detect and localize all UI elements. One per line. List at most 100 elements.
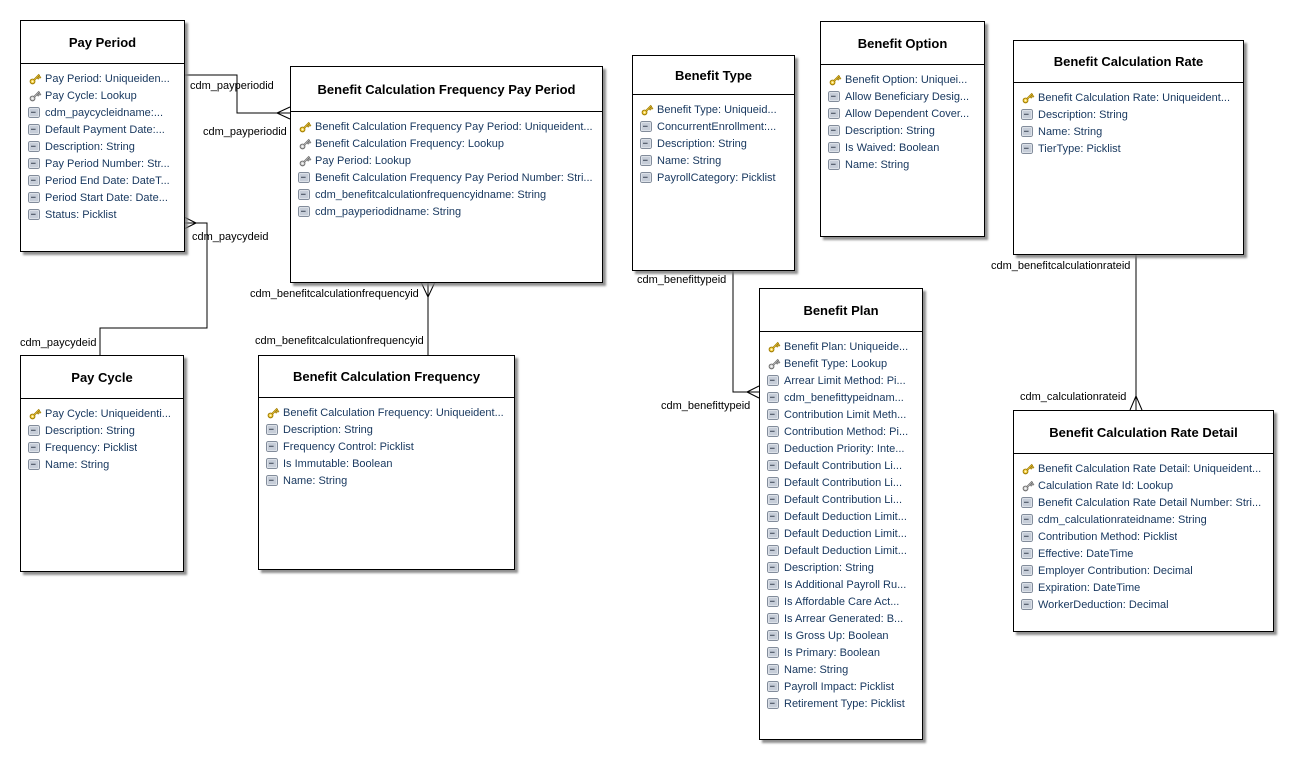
foreign-key-icon	[1021, 479, 1038, 493]
entity-field-row: Pay Cycle: Uniqueidenti...	[28, 405, 179, 422]
attribute-icon	[266, 475, 283, 486]
entity-field-label: Pay Period: Uniqueiden...	[45, 72, 170, 85]
entity-field-row: Is Immutable: Boolean	[266, 455, 510, 472]
entity-field-label: Employer Contribution: Decimal	[1038, 564, 1193, 577]
entity-field-row: Description: String	[1021, 106, 1239, 123]
entity-field-row: Is Primary: Boolean	[767, 644, 918, 661]
entity-field-row: Benefit Type: Uniqueid...	[640, 101, 790, 118]
entity-pay-period[interactable]: Pay Period Pay Period: Uniqueiden...Pay …	[20, 20, 185, 252]
entity-field-row: Description: String	[28, 138, 180, 155]
entity-field-label: Description: String	[657, 137, 747, 150]
attribute-icon	[828, 142, 845, 153]
entity-field-row: Name: String	[28, 456, 179, 473]
entity-field-label: Default Deduction Limit...	[784, 510, 907, 523]
entity-field-label: cdm_benefittypeidnam...	[784, 391, 904, 404]
entity-fields: Benefit Calculation Rate Detail: Uniquei…	[1014, 454, 1273, 631]
attribute-icon	[28, 425, 45, 436]
primary-key-icon	[266, 406, 283, 420]
entity-field-label: Arrear Limit Method: Pi...	[784, 374, 906, 387]
entity-field-row: Is Affordable Care Act...	[767, 593, 918, 610]
crow-foot-many	[420, 281, 436, 298]
entity-field-label: Calculation Rate Id: Lookup	[1038, 479, 1174, 492]
entity-field-row: Benefit Calculation Frequency Pay Period…	[298, 118, 598, 135]
entity-field-row: Contribution Method: Pi...	[767, 423, 918, 440]
entity-field-row: Description: String	[828, 122, 980, 139]
attribute-icon	[640, 172, 657, 183]
attribute-icon	[1021, 143, 1038, 154]
entity-field-row: ConcurrentEnrollment:...	[640, 118, 790, 135]
entity-field-label: Is Primary: Boolean	[784, 646, 880, 659]
attribute-icon	[767, 511, 784, 522]
crow-foot-many	[746, 385, 760, 399]
entity-benefit-calculation-frequency-pay-period[interactable]: Benefit Calculation Frequency Pay Period…	[290, 66, 603, 283]
entity-fields: Pay Period: Uniqueiden... Pay Cycle: Look…	[21, 64, 184, 251]
entity-fields: Benefit Type: Uniqueid... ConcurrentEnrol…	[633, 95, 794, 270]
entity-fields: Benefit Calculation Rate: Uniqueident...…	[1014, 83, 1243, 254]
entity-field-label: Name: String	[45, 458, 110, 471]
entity-benefit-plan[interactable]: Benefit Plan Benefit Plan: Uniqueide...B…	[759, 288, 923, 740]
entity-field-row: Status: Picklist	[28, 206, 180, 223]
entity-field-label: Benefit Calculation Frequency Pay Period…	[315, 120, 593, 133]
entity-title: Benefit Calculation Frequency	[259, 356, 514, 398]
entity-benefit-calculation-frequency[interactable]: Benefit Calculation Frequency Benefit Ca…	[258, 355, 515, 570]
entity-field-row: Default Contribution Li...	[767, 474, 918, 491]
entity-title: Benefit Calculation Rate Detail	[1014, 411, 1273, 454]
entity-field-label: Pay Cycle: Uniqueidenti...	[45, 407, 171, 420]
attribute-icon	[266, 424, 283, 435]
attribute-icon	[828, 91, 845, 102]
relationship-label: cdm_payperiodid	[203, 126, 287, 138]
entity-field-row: Benefit Calculation Rate Detail: Uniquei…	[1021, 460, 1269, 477]
foreign-key-icon	[28, 89, 45, 103]
entity-field-row: Name: String	[828, 156, 980, 173]
entity-field-row: Is Gross Up: Boolean	[767, 627, 918, 644]
attribute-icon	[266, 458, 283, 469]
relationship-label: cdm_benefitcalculationfrequencyid	[255, 335, 424, 347]
entity-field-row: WorkerDeduction: Decimal	[1021, 596, 1269, 613]
primary-key-icon	[828, 73, 845, 87]
entity-field-label: Pay Period: Lookup	[315, 154, 412, 167]
entity-benefit-type[interactable]: Benefit Type Benefit Type: Uniqueid...Co…	[632, 55, 795, 271]
entity-pay-cycle[interactable]: Pay Cycle Pay Cycle: Uniqueidenti...Desc…	[20, 355, 184, 572]
entity-field-row: TierType: Picklist	[1021, 140, 1239, 157]
entity-field-row: cdm_benefitcalculationfrequencyidname: S…	[298, 186, 598, 203]
relationship-label: cdm_benefitcalculationrateid	[991, 260, 1131, 272]
entity-field-label: Pay Period Number: Str...	[45, 157, 170, 170]
entity-field-label: Description: String	[45, 140, 135, 153]
connector-payperiod-to-bcfpp[interactable]	[184, 74, 291, 120]
relationship-label: cdm_benefittypeid	[637, 274, 727, 286]
attribute-icon	[1021, 109, 1038, 120]
entity-field-row: Pay Cycle: Lookup	[28, 87, 180, 104]
entity-benefit-option[interactable]: Benefit Option Benefit Option: Uniquei..…	[820, 21, 985, 237]
entity-field-label: Description: String	[1038, 108, 1128, 121]
connector-paycycle-to-payperiod[interactable]	[99, 216, 208, 355]
attribute-icon	[1021, 548, 1038, 559]
entity-benefit-calculation-rate-detail[interactable]: Benefit Calculation Rate Detail Benefit …	[1013, 410, 1274, 632]
connector-benefittype-to-benefitplan[interactable]	[732, 269, 760, 399]
attribute-icon	[1021, 126, 1038, 137]
entity-field-label: Name: String	[657, 154, 722, 167]
entity-field-label: Benefit Calculation Rate Detail: Uniquei…	[1038, 462, 1262, 475]
entity-field-row: Effective: DateTime	[1021, 545, 1269, 562]
connector-bcf-to-bcfpp[interactable]	[420, 281, 436, 355]
entity-field-row: Frequency Control: Picklist	[266, 438, 510, 455]
connector-bcr-to-bcrd[interactable]	[1129, 253, 1143, 411]
entity-benefit-calculation-rate[interactable]: Benefit Calculation Rate Benefit Calcula…	[1013, 40, 1244, 255]
entity-field-label: Default Payment Date:...	[45, 123, 165, 136]
entity-field-label: Period End Date: DateT...	[45, 174, 170, 187]
entity-field-row: Description: String	[767, 559, 918, 576]
entity-field-label: Is Additional Payroll Ru...	[784, 578, 907, 591]
entity-field-label: Benefit Type: Uniqueid...	[657, 103, 777, 116]
primary-key-icon	[1021, 91, 1038, 105]
attribute-icon	[767, 375, 784, 386]
entity-fields: Benefit Option: Uniquei...Allow Benefici…	[821, 65, 984, 236]
entity-field-row: Default Contribution Li...	[767, 457, 918, 474]
entity-fields: Benefit Calculation Frequency Pay Period…	[291, 112, 602, 282]
attribute-icon	[767, 681, 784, 692]
primary-key-icon	[28, 72, 45, 86]
entity-field-row: PayrollCategory: Picklist	[640, 169, 790, 186]
entity-field-label: cdm_benefitcalculationfrequencyidname: S…	[315, 188, 547, 201]
attribute-icon	[767, 528, 784, 539]
entity-field-label: Deduction Priority: Inte...	[784, 442, 905, 455]
entity-field-row: Allow Beneficiary Desig...	[828, 88, 980, 105]
entity-field-row: Name: String	[640, 152, 790, 169]
